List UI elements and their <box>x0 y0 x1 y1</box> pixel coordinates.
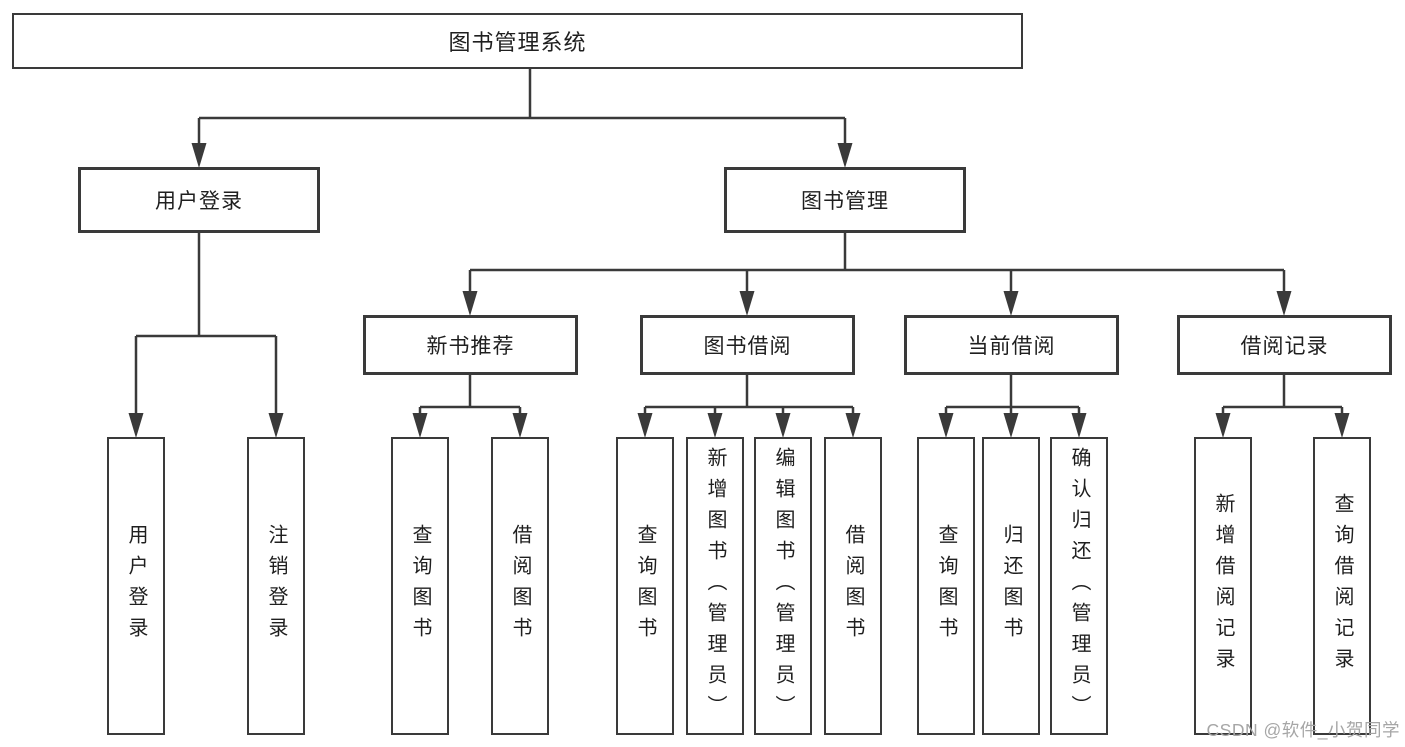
node-leaf-query-borrow-record: 查询借阅记录 <box>1313 437 1371 735</box>
leaf-label: 借阅图书 <box>509 524 531 648</box>
node-library-management-system: 图书管理系统 <box>12 13 1023 69</box>
node-leaf-borrow-books-1: 借阅图书 <box>491 437 549 735</box>
node-borrowing-records: 借阅记录 <box>1177 315 1392 375</box>
leaf-label: 用户登录 <box>125 524 147 648</box>
leaf-label: 编辑图书（管理员） <box>772 446 794 726</box>
node-user-login: 用户登录 <box>78 167 320 233</box>
leaf-label: 查询借阅记录 <box>1331 493 1353 679</box>
node-leaf-logout: 注销登录 <box>247 437 305 735</box>
leaf-label: 查询图书 <box>935 524 957 648</box>
leaf-label: 借阅图书 <box>842 524 864 648</box>
leaf-label: 注销登录 <box>265 524 287 648</box>
csdn-watermark: CSDN @软件_小贺同学 <box>1206 720 1400 740</box>
node-leaf-edit-books-admin: 编辑图书（管理员） <box>754 437 812 735</box>
node-leaf-query-books-2: 查询图书 <box>616 437 674 735</box>
node-leaf-user-login: 用户登录 <box>107 437 165 735</box>
leaf-label: 查询图书 <box>409 524 431 648</box>
leaf-label: 新增借阅记录 <box>1212 493 1234 679</box>
leaf-label: 确认归还（管理员） <box>1068 446 1090 726</box>
node-leaf-add-books-admin: 新增图书（管理员） <box>686 437 744 735</box>
node-leaf-confirm-return-admin: 确认归还（管理员） <box>1050 437 1108 735</box>
node-leaf-add-borrow-record: 新增借阅记录 <box>1194 437 1252 735</box>
leaf-label: 查询图书 <box>634 524 656 648</box>
node-book-borrowing: 图书借阅 <box>640 315 855 375</box>
node-leaf-return-books: 归还图书 <box>982 437 1040 735</box>
node-leaf-query-books-1: 查询图书 <box>391 437 449 735</box>
node-leaf-query-books-3: 查询图书 <box>917 437 975 735</box>
node-book-management: 图书管理 <box>724 167 966 233</box>
node-new-book-recommendation: 新书推荐 <box>363 315 578 375</box>
leaf-label: 新增图书（管理员） <box>704 446 726 726</box>
node-current-borrowing: 当前借阅 <box>904 315 1119 375</box>
node-leaf-borrow-books-2: 借阅图书 <box>824 437 882 735</box>
leaf-label: 归还图书 <box>1000 524 1022 648</box>
